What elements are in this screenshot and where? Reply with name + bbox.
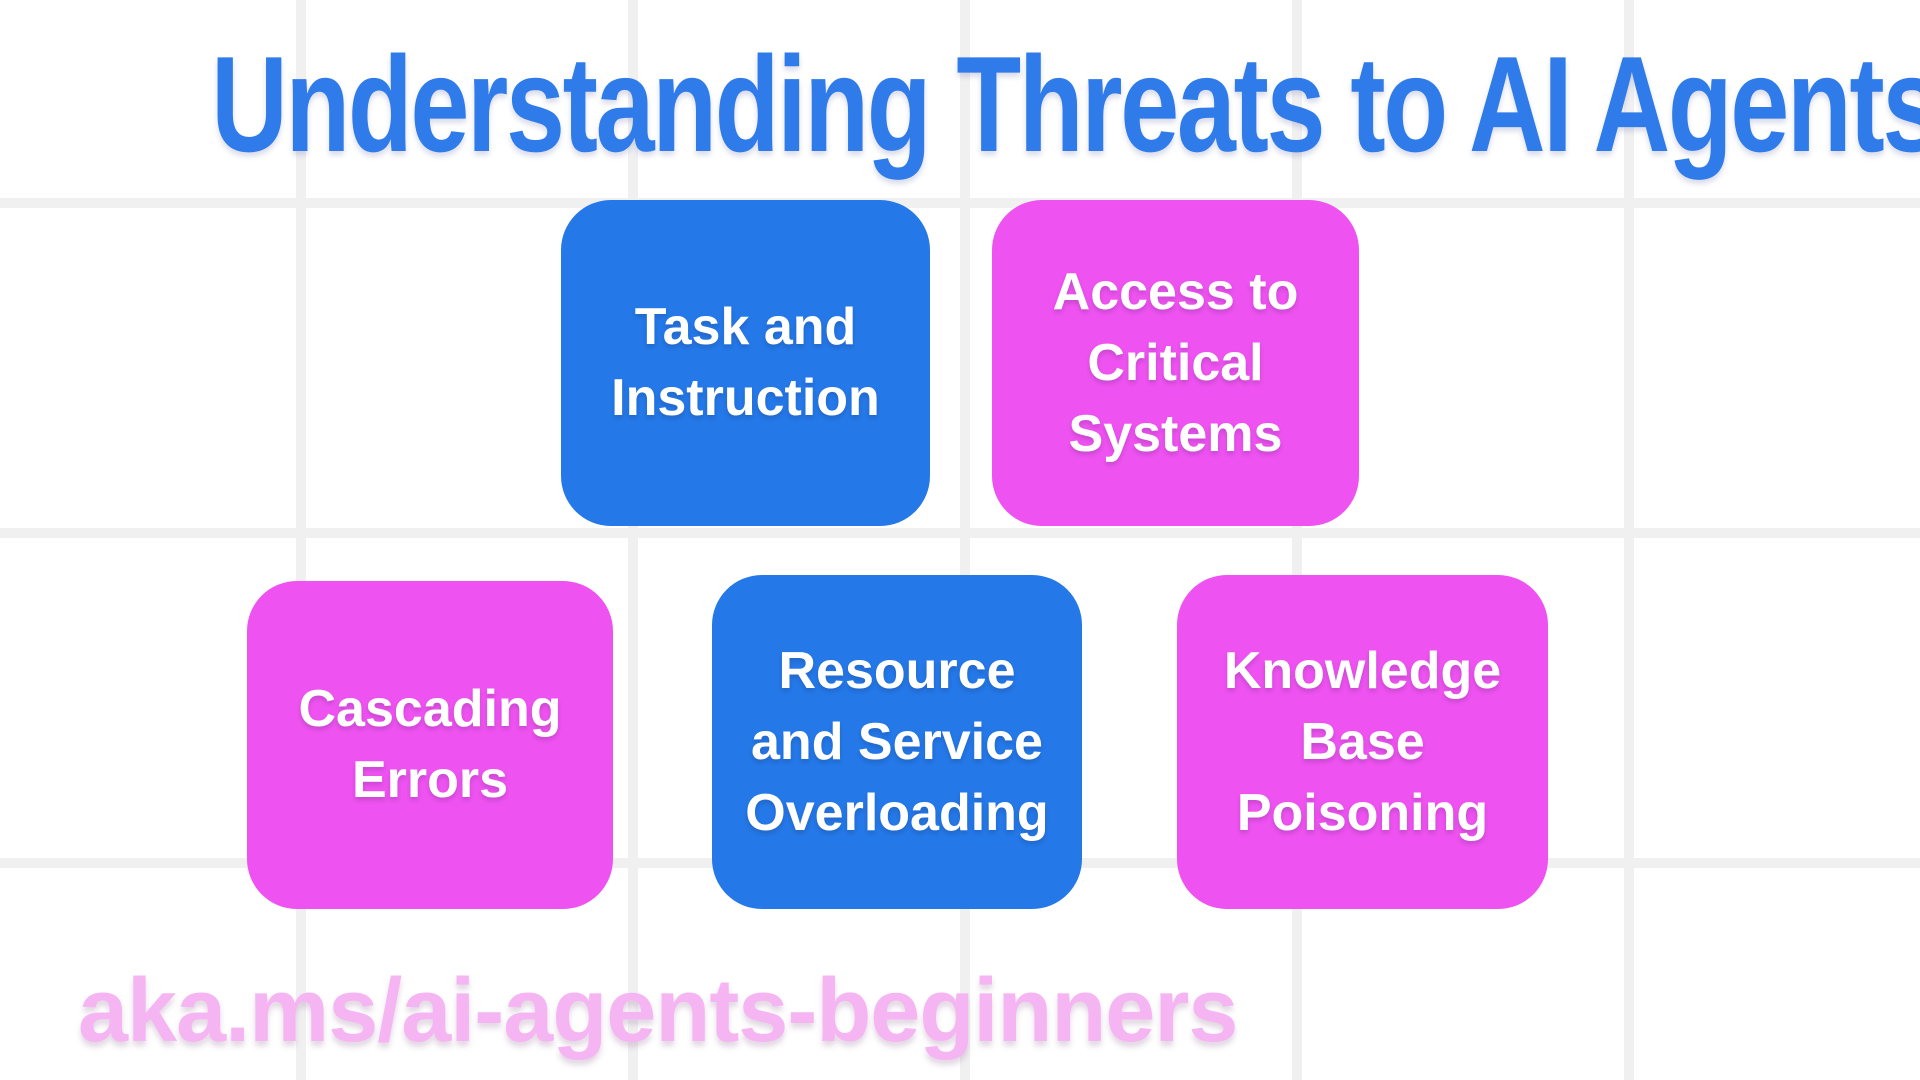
threat-card-knowledge-base-poisoning: Knowledge Base Poisoning xyxy=(1177,575,1548,909)
threat-card-label: Resource and Service Overloading xyxy=(745,641,1049,842)
threat-card-access-to-critical-systems: Access to Critical Systems xyxy=(992,200,1359,526)
threat-card-label: Access to Critical Systems xyxy=(1052,262,1299,463)
threat-card-resource-and-service-overloading: Resource and Service Overloading xyxy=(712,575,1082,909)
slide-title: Understanding Threats to AI Agents xyxy=(211,28,1920,180)
threat-card-label: Cascading Errors xyxy=(298,680,562,809)
threat-card-label: Knowledge Base Poisoning xyxy=(1223,641,1502,842)
threat-card-task-and-instruction: Task and Instruction xyxy=(561,200,930,526)
footer-link: aka.ms/ai-agents-beginners xyxy=(78,961,1238,1061)
threat-card-label: Task and Instruction xyxy=(611,298,880,427)
threat-card-cascading-errors: Cascading Errors xyxy=(247,581,613,909)
